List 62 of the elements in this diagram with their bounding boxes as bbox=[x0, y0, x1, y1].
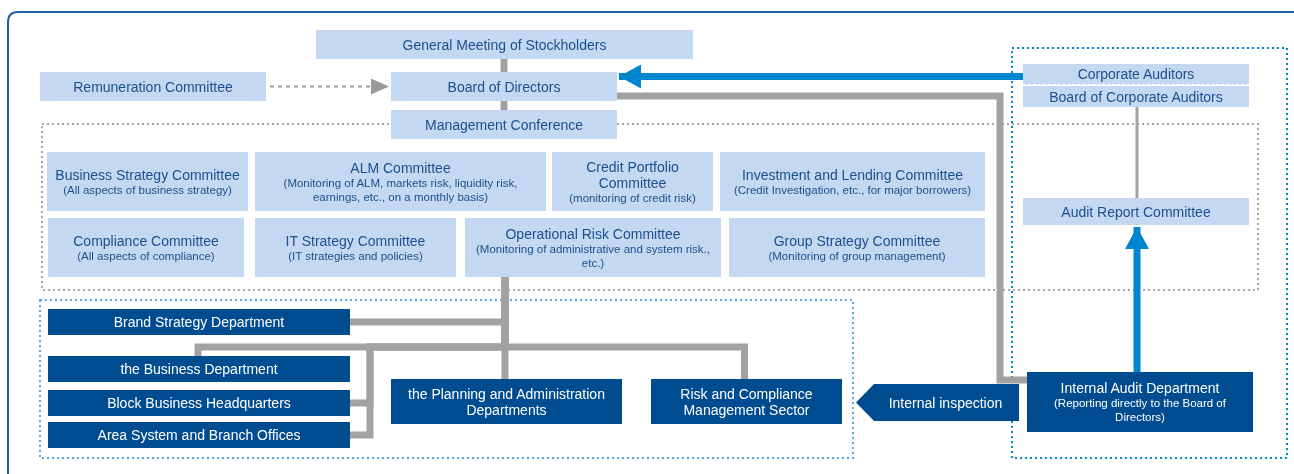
committee-box bbox=[48, 218, 244, 277]
node-title: ALM Committee bbox=[349, 159, 452, 176]
node-title: Business Strategy Committee bbox=[54, 166, 241, 183]
node-title: Investment and Lending Committee bbox=[741, 166, 964, 183]
arrow bbox=[619, 64, 1023, 89]
department-box bbox=[1027, 372, 1253, 432]
department-box bbox=[391, 379, 622, 424]
node-note: (Monitoring of ALM, markets risk, liquidity risk, earnings, etc., on a monthly basis) bbox=[282, 175, 519, 204]
node-title: Internal inspection bbox=[887, 394, 1004, 411]
node-title: Internal Audit Department bbox=[1059, 380, 1221, 396]
committee-box bbox=[1023, 64, 1249, 85]
node-title: Remuneration Committee bbox=[72, 78, 234, 95]
node-title: the Planning and Administration Departments bbox=[407, 385, 606, 418]
node-note: (Monitoring of administrative and system risk., etc.) bbox=[475, 242, 711, 270]
node-title: Group Strategy Committee bbox=[772, 232, 942, 249]
committee-box bbox=[729, 218, 985, 277]
node-note: (Monitoring of group management) bbox=[767, 249, 947, 263]
node-title: General Meeting of Stockholders bbox=[401, 36, 608, 53]
node-note: (All aspects of business strategy) bbox=[62, 183, 233, 197]
node-title: Block Business Headquarters bbox=[106, 395, 292, 411]
arrow-shaped-box bbox=[856, 384, 1019, 421]
committee-box bbox=[391, 110, 617, 139]
committee-box bbox=[255, 218, 456, 277]
committee-box bbox=[465, 218, 721, 277]
node-title: IT Strategy Committee bbox=[284, 232, 427, 249]
arrow bbox=[269, 78, 390, 95]
department-box bbox=[651, 379, 842, 424]
node-title: Compliance Committee bbox=[72, 232, 220, 249]
committee-box bbox=[40, 72, 266, 101]
connector-line bbox=[1135, 107, 1139, 198]
committee-box bbox=[720, 152, 985, 211]
node-title: Brand Strategy Department bbox=[112, 314, 286, 330]
committee-box bbox=[47, 152, 248, 211]
department-box bbox=[48, 390, 350, 416]
committee-box bbox=[255, 152, 546, 211]
node-title: Risk and Compliance Management Sector bbox=[679, 385, 814, 418]
committee-box bbox=[1023, 198, 1249, 225]
node-note: (Reporting directly to the Board of Directors) bbox=[1053, 396, 1227, 424]
node-title: Board of Directors bbox=[446, 78, 562, 95]
connector-line bbox=[617, 92, 1027, 384]
arrow bbox=[1125, 227, 1149, 372]
committee-box bbox=[1023, 86, 1249, 107]
node-note: (All aspects of compliance) bbox=[76, 249, 216, 263]
committee-box bbox=[316, 30, 693, 59]
node-note: (monitoring of credit risk) bbox=[568, 190, 697, 205]
department-box bbox=[48, 422, 350, 448]
committee-box bbox=[391, 72, 617, 101]
department-box bbox=[48, 356, 350, 382]
node-title: Corporate Auditors bbox=[1076, 66, 1196, 82]
department-box bbox=[48, 309, 350, 335]
connector-line bbox=[500, 101, 508, 110]
node-title: Area System and Branch Offices bbox=[96, 427, 302, 443]
node-title: Audit Report Committee bbox=[1060, 203, 1212, 220]
node-title: Credit Portfolio Committee bbox=[585, 158, 680, 191]
node-title: Board of Corporate Auditors bbox=[1048, 88, 1224, 105]
node-title: Management Conference bbox=[424, 116, 584, 133]
node-note: (IT strategies and policies) bbox=[287, 249, 424, 263]
node-note: (Credit Investigation, etc., for major borrowers) bbox=[732, 183, 973, 197]
committee-box bbox=[552, 152, 713, 211]
connector-line bbox=[500, 59, 508, 72]
node-title: the Business Department bbox=[119, 361, 279, 377]
node-title: Operational Risk Committee bbox=[504, 225, 682, 242]
